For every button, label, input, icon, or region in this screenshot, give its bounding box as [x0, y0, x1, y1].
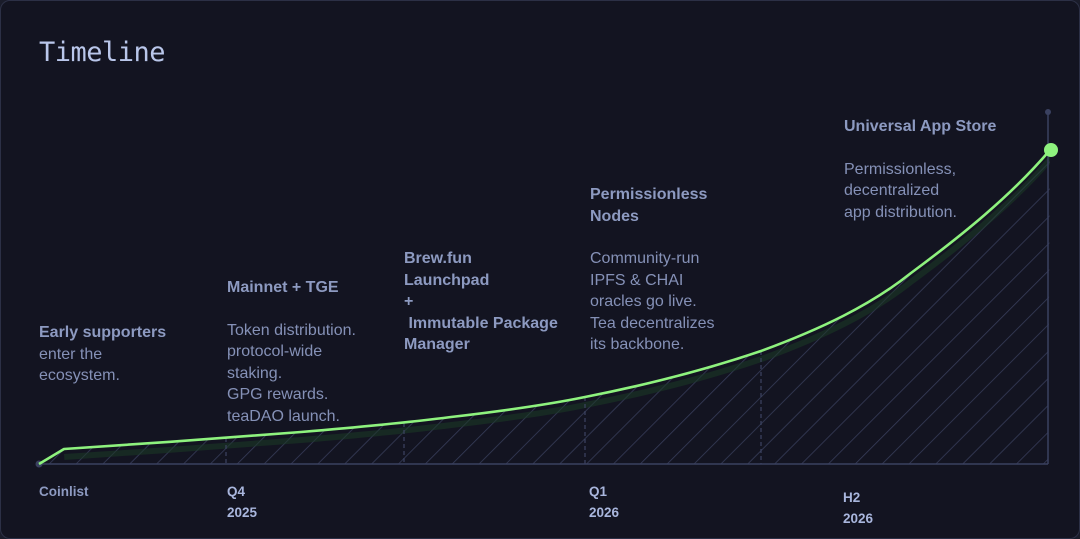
- period-dividers: [225, 351, 762, 464]
- milestone-desc-line: Permissionless,: [844, 160, 957, 178]
- milestone-universal-app-store: Universal App Store Permissionless, dece…: [844, 116, 996, 223]
- milestone-heading: Manager: [404, 336, 470, 353]
- current-goal-dot: [1044, 143, 1058, 157]
- page-title: Timeline: [39, 37, 166, 68]
- milestone-desc-line: oracles go live.: [590, 293, 697, 310]
- x-label-line: 2026: [589, 505, 620, 520]
- x-label-line: Q4: [227, 484, 246, 499]
- milestone-desc-line: GPG rewards.: [227, 386, 329, 403]
- x-label-line: 2025: [227, 505, 258, 520]
- milestone-desc-line: its backbone.: [590, 336, 685, 353]
- milestone-heading: Immutable Package: [404, 314, 558, 332]
- x-label-line: Coinlist: [39, 484, 89, 499]
- milestone-mainnet-tge: Mainnet + TGE Token distribution. protoc…: [227, 277, 356, 427]
- x-label-q4-2025: Q4 2025: [227, 481, 257, 523]
- growth-curve: [38, 149, 1051, 466]
- x-label-coinlist: Coinlist: [39, 481, 89, 502]
- x-label-q1-2026: Q1 2026: [589, 481, 619, 523]
- milestone-desc-line: ecosystem.: [39, 367, 120, 384]
- milestone-desc-line: Token distribution.: [227, 321, 356, 339]
- milestone-heading: +: [404, 293, 414, 310]
- milestone-early-supporters: Early supporters enter the ecosystem.: [39, 322, 166, 387]
- milestone-desc-line: app distribution.: [844, 203, 957, 221]
- milestone-desc-line: Community-run: [590, 250, 700, 267]
- end-marker-cap: [1045, 109, 1051, 115]
- milestone-desc-line: Tea decentralizes: [590, 314, 715, 332]
- x-label-h2-2026: H2 2026: [843, 487, 873, 529]
- milestone-heading: Universal App Store: [844, 118, 997, 135]
- x-label-line: Q1: [589, 484, 608, 499]
- milestone-desc-line: IPFS & CHAI: [590, 271, 684, 289]
- milestone-permissionless-nodes: Permissionless Nodes Community-run IPFS …: [590, 184, 715, 356]
- milestone-heading: Launchpad: [404, 271, 490, 289]
- milestone-desc-line: decentralized: [844, 182, 940, 199]
- milestone-desc-line: teaDAO launch.: [227, 407, 340, 425]
- milestone-heading: Nodes: [590, 207, 639, 225]
- milestone-heading: Early supporters: [39, 324, 167, 341]
- x-label-line: 2026: [843, 511, 874, 526]
- milestone-heading: Brew.fun: [404, 250, 472, 267]
- milestone-heading: Permissionless: [590, 186, 708, 203]
- milestone-brew-fun: Brew.fun Launchpad + Immutable Package M…: [404, 248, 558, 356]
- milestone-desc-line: enter the: [39, 345, 103, 363]
- milestone-desc-line: protocol-wide: [227, 343, 323, 360]
- milestone-desc-line: staking.: [227, 364, 283, 382]
- milestone-heading: Mainnet + TGE: [227, 279, 339, 296]
- x-label-line: H2: [843, 490, 861, 505]
